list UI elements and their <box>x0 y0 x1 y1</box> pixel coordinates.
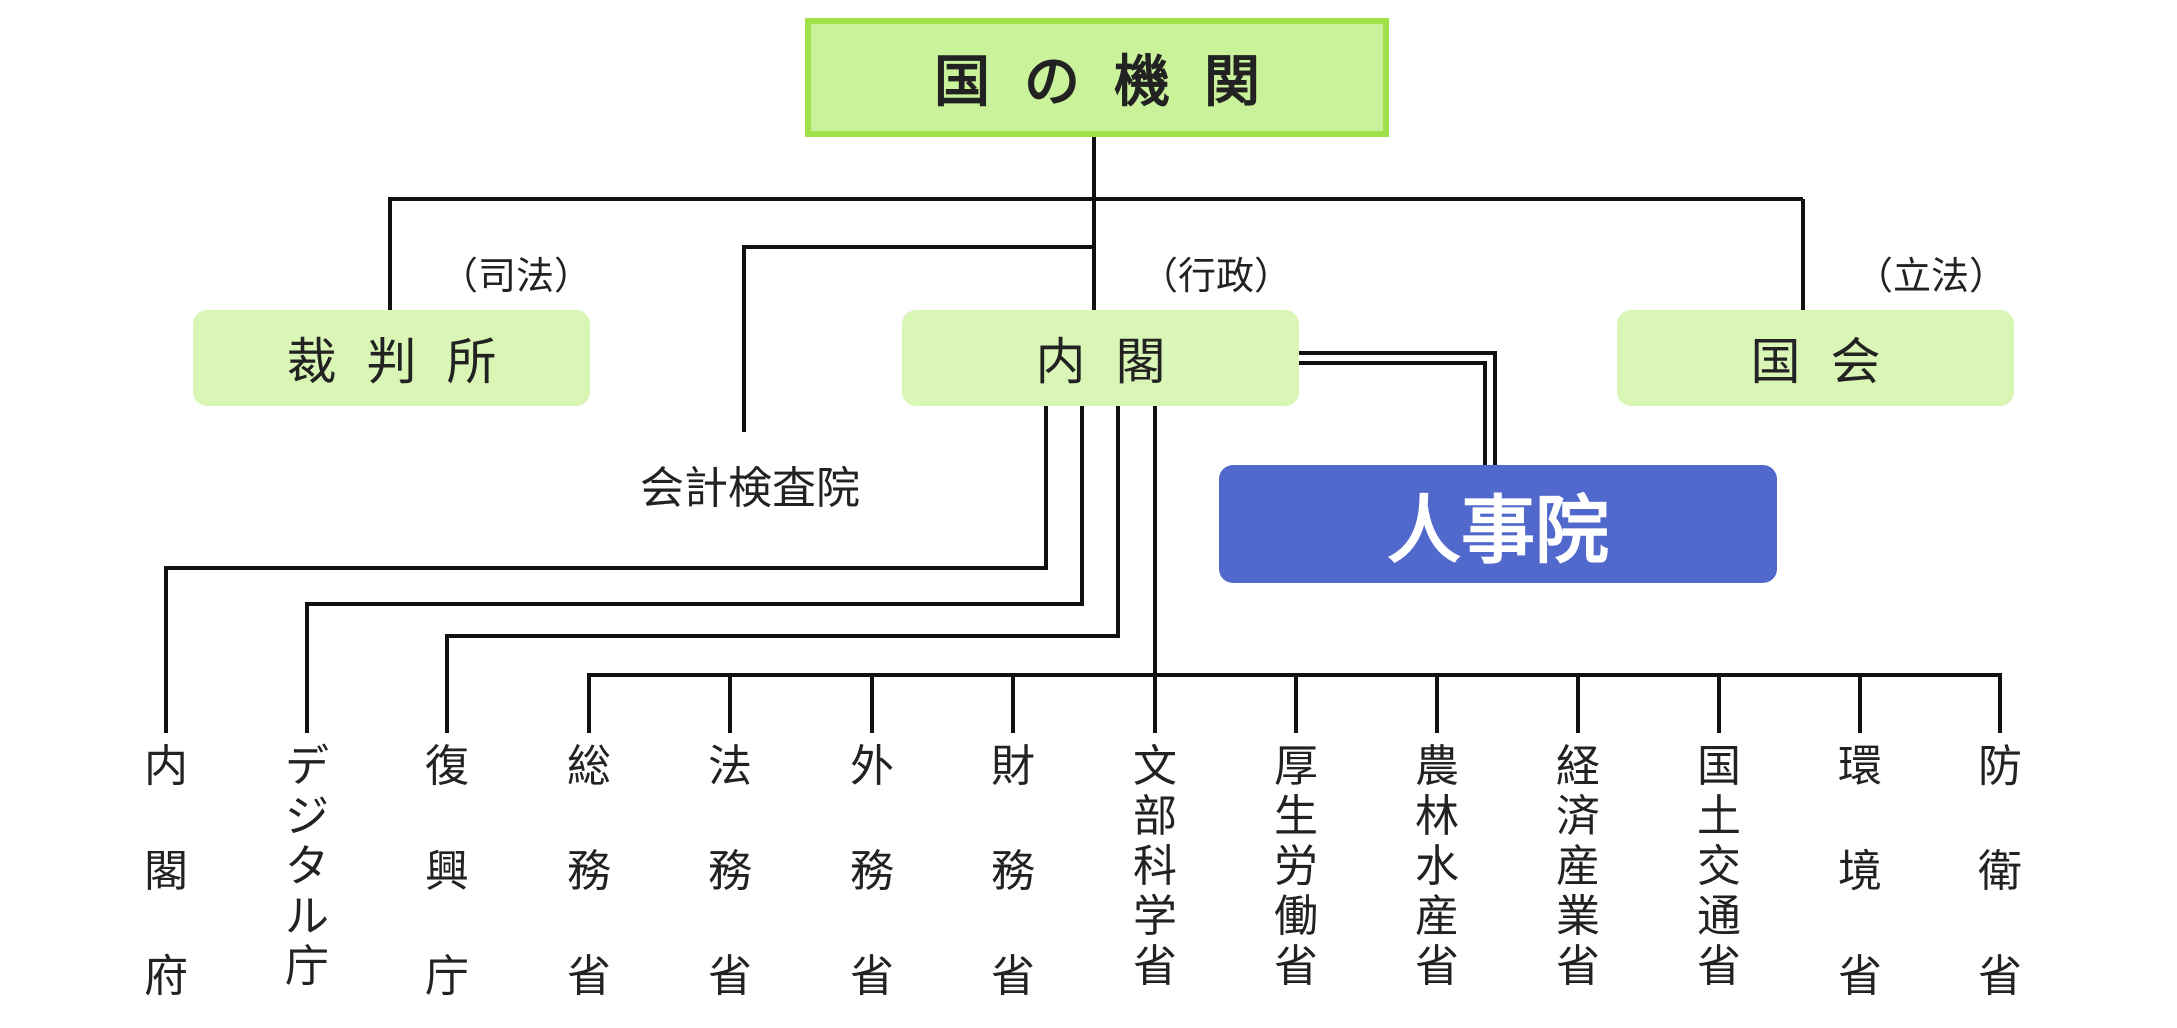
title-label: 国の機関 <box>934 50 1294 115</box>
ministry-label: 農林水産省 <box>1415 741 1459 992</box>
ministry-label: デジタル庁 <box>285 741 329 992</box>
legislative-tag: （立法） <box>1855 254 2008 298</box>
ministry-label: 防衛省 <box>1978 741 2022 1002</box>
ministry-label: 内閣府 <box>144 741 188 1002</box>
ministry-label: 環境省 <box>1838 741 1882 1002</box>
ministry-label: 総務省 <box>567 741 611 1002</box>
national-organs-title: 国の機関 <box>805 18 1389 137</box>
ministry-label: 経済産業省 <box>1556 741 1600 992</box>
ministry-label: 財務省 <box>991 741 1035 1002</box>
ministry-label: 国土交通省 <box>1697 741 1741 992</box>
national-personnel-authority-box: 人事院 <box>1219 465 1777 583</box>
jinjiin-label: 人事院 <box>1387 487 1609 574</box>
ministry-label: 外務省 <box>850 741 894 1002</box>
cabinet-label: 内閣 <box>1035 333 1196 391</box>
cabinet-box: 内閣 <box>902 310 1299 406</box>
board-of-audit-label: 会計検査院 <box>640 463 860 514</box>
ministry-label: 文部科学省 <box>1133 741 1177 992</box>
diet-box: 国会 <box>1617 310 2014 406</box>
court-label: 裁判所 <box>286 333 527 391</box>
ministry-label: 復興庁 <box>425 741 469 1002</box>
executive-tag: （行政） <box>1140 254 1293 298</box>
ministry-label: 厚生労働省 <box>1274 741 1318 992</box>
ministry-label: 法務省 <box>708 741 752 1002</box>
diet-label: 国会 <box>1750 333 1911 391</box>
court-box: 裁判所 <box>193 310 590 406</box>
judicial-tag: （司法） <box>440 254 593 298</box>
